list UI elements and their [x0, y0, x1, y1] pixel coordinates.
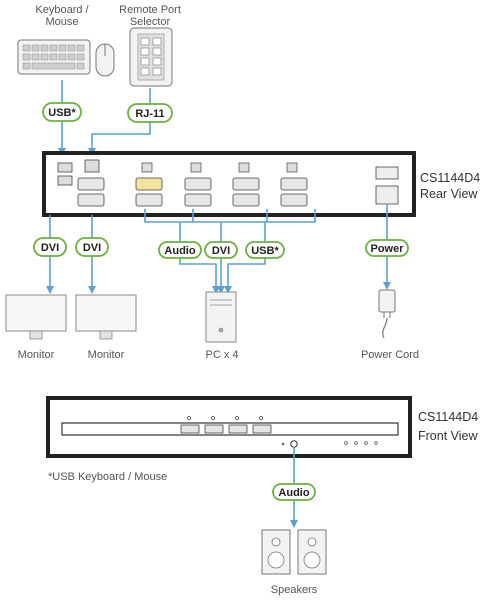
- console-dvi-port-1: [77, 177, 105, 191]
- power-pill: Power: [365, 239, 409, 257]
- console-usb-port-2: [57, 175, 73, 186]
- port-select-button-2: [204, 424, 224, 434]
- front-panel-device: [46, 396, 412, 458]
- rear-model-label: CS1144D4: [420, 171, 480, 185]
- console-dvi-port-2: [77, 193, 105, 207]
- keyboard-mouse-label-1: Keyboard /: [35, 4, 89, 16]
- audio-mid-pill: Audio: [158, 241, 202, 259]
- rj11-line-lower: [88, 122, 151, 156]
- rear-view-label: Rear View: [420, 187, 478, 201]
- pc-bracket-lines: [144, 209, 316, 223]
- power-socket: [375, 185, 399, 205]
- console-usb-port-1: [57, 162, 73, 173]
- monitor-icon-1: [5, 294, 67, 340]
- monitor-icon-2: [75, 294, 137, 340]
- pc-label: PC x 4: [205, 349, 238, 361]
- dvi-left-2-pill: DVI: [75, 237, 109, 257]
- port-select-button-4: [252, 424, 272, 434]
- rj11-port: [84, 159, 100, 173]
- audio-mid-pill-text: Audio: [164, 245, 195, 257]
- front-model-label: CS1144D4: [418, 410, 478, 424]
- speakers-label: Speakers: [271, 584, 318, 596]
- front-view-label: Front View: [418, 429, 478, 443]
- usb-mid-line-lower: [224, 258, 266, 294]
- audio-bottom-pill: Audio: [272, 483, 316, 501]
- monitor-2-label: Monitor: [88, 349, 125, 361]
- rj11-pill: RJ-11: [127, 103, 173, 123]
- usb-top-pill: USB*: [42, 102, 82, 122]
- pc-tower-icon: [205, 291, 237, 343]
- audio-bottom-pill-text: Audio: [278, 487, 309, 499]
- mouse-icon: [95, 43, 115, 77]
- remote-port-selector-icon: [129, 27, 173, 87]
- dvi-left-2-pill-text: DVI: [83, 242, 101, 254]
- dvi-left-1-pill-text: DVI: [41, 242, 59, 254]
- usb-footnote: *USB Keyboard / Mouse: [48, 471, 167, 483]
- audio-mid-line-lower: [179, 258, 220, 294]
- rear-panel-device: [42, 151, 416, 217]
- dvi-mid-pill: DVI: [204, 241, 238, 259]
- remote-port-selector-label-2: Selector: [130, 16, 171, 28]
- pc-port-group-1: [135, 162, 163, 207]
- power-pill-text: Power: [370, 243, 404, 255]
- power-cord-label: Power Cord: [361, 349, 419, 361]
- port-select-button-3: [228, 424, 248, 434]
- monitor-1-label: Monitor: [18, 349, 55, 361]
- speaker-icon-left: [261, 529, 291, 575]
- usb-mid-pill: USB*: [245, 241, 285, 259]
- keyboard-mouse-label-2: Mouse: [45, 16, 78, 28]
- pc-port-group-2: [184, 162, 212, 207]
- dvi-left-1-pill: DVI: [33, 237, 67, 257]
- remote-port-selector-label-1: Remote Port: [119, 4, 181, 16]
- keyboard-icon: [17, 39, 91, 75]
- rj11-pill-text: RJ-11: [135, 108, 164, 120]
- audio-out-jack: [290, 440, 298, 448]
- port-select-button-1: [180, 424, 200, 434]
- power-plug-icon: [378, 289, 396, 339]
- pc-port-group-3: [232, 162, 260, 207]
- power-switch: [375, 166, 399, 180]
- dvi-mid-pill-text: DVI: [212, 245, 230, 257]
- usb-mid-pill-text: USB*: [251, 245, 279, 257]
- usb-top-pill-text: USB*: [48, 107, 76, 119]
- speaker-icon-right: [297, 529, 327, 575]
- pc-port-group-4: [280, 162, 308, 207]
